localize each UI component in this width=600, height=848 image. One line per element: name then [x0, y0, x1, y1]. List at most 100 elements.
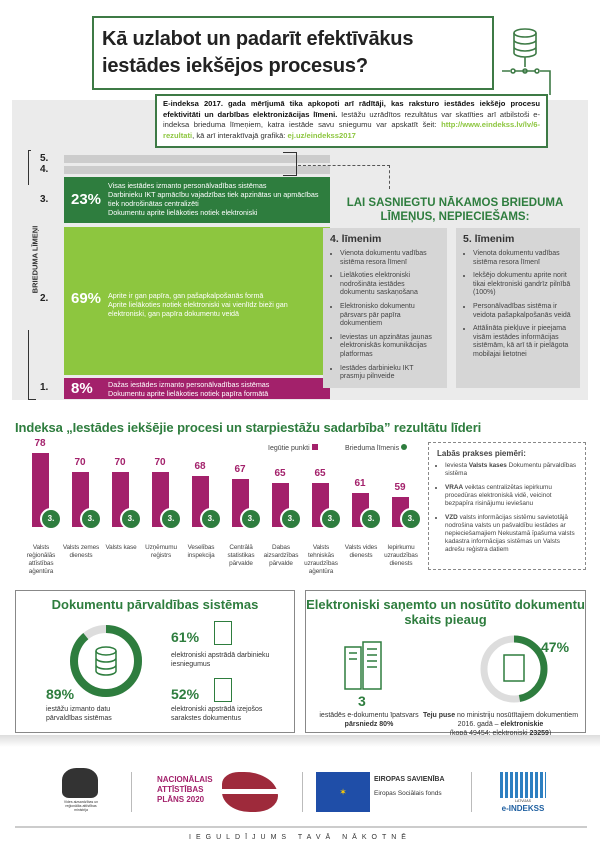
best-practice-item: Ieviesta Valsts kases Dokumentu pārvaldī…	[445, 462, 577, 478]
chart-category-label: Valsts reģionālās attīstības aģentūra	[26, 544, 56, 575]
level-item: Aprite ir gan papīra, gan pašapkalpošanā…	[108, 291, 264, 300]
database-network-icon	[502, 28, 551, 95]
footer-divider	[15, 826, 587, 828]
level-3-label: 3.	[40, 194, 49, 205]
list-item: Iestādes darbinieku IKT prasmju pilnveid…	[340, 365, 440, 382]
dms-52-value: 52%	[171, 686, 200, 702]
list-item: Lielākoties elektroniski nodrošināta ies…	[340, 272, 440, 298]
level-5-requirements: 5. līmenim Vienota dokumentu vadības sis…	[456, 228, 580, 388]
best-practice-item: VRAA veiktas centralizētas iepirkumu pro…	[445, 484, 577, 508]
dms-61-text: elektroniski apstrādā darbinieku iesnieg…	[171, 652, 270, 668]
chart-category-label: Valsts kase	[105, 544, 137, 551]
maturity-level-badge: 3.	[120, 508, 142, 530]
eindekss-small-label: LATVIJAS	[515, 799, 531, 803]
list-item: Attālināta piekļuve ir pieejama visām ie…	[473, 325, 573, 359]
chart-value-label: 78	[34, 438, 46, 450]
level-5-label: 5.	[40, 153, 49, 164]
list-item: Vienota dokumentu vadības sistēma resora…	[473, 250, 573, 267]
edocs-47-text: Teju puse no ministriju nosūtītajiem dok…	[422, 712, 579, 737]
maturity-level-badge: 3.	[280, 508, 302, 530]
buildings-icon	[344, 641, 382, 690]
eu-label: EIROPAS SAVIENĪBA	[374, 776, 445, 783]
level-4-label: 4.	[40, 164, 49, 175]
database-ring-icon	[70, 625, 142, 697]
best-practices-box: Labās prakses piemēri: Ieviesta Valsts ka…	[428, 442, 586, 570]
level-item: Dokumentu aprite lielākoties notiek elek…	[108, 208, 258, 217]
level-item: Aprite lielākoties notiek elektroniski v…	[108, 300, 288, 318]
level-item: Darbinieku IKT apmācību vajadzības tiek …	[108, 190, 319, 208]
level-3-bar: 23% Visas iestādes izmanto personālvadīb…	[64, 177, 330, 223]
dms-card: Dokumentu pārvaldības sistēmas 89% iestā…	[15, 590, 295, 733]
eindekss-logo: e-INDEKSS	[501, 804, 545, 813]
axis-bracket-top	[28, 150, 31, 185]
chart-category-label: Dabas aizsardzības pārvalde	[263, 544, 299, 567]
nap-logo: NACIONĀLAIS ATTĪSTĪBAS PLĀNS 2020	[157, 775, 213, 804]
level-item: Dokumentu aprite lielākoties notiek papī…	[108, 389, 269, 398]
requirements-title: 4. līmenim	[330, 233, 382, 245]
requirements-heading: LAI SASNIEGTU NĀKAMOS BRIEDUMA LĪMEŅUS, …	[346, 197, 564, 223]
level-4-bar	[64, 166, 330, 174]
level-item: Dažas iestādes izmanto personālvadības s…	[108, 380, 270, 389]
document-out-icon	[214, 678, 232, 702]
esf-label: Eiropas Sociālais fonds	[374, 790, 442, 797]
maturity-level-badge: 3.	[360, 508, 382, 530]
level-1-label: 1.	[40, 382, 49, 393]
level-2-percent: 69%	[71, 290, 102, 307]
chart-value-label: 68	[194, 461, 206, 473]
edocs-3-value: 3	[358, 693, 366, 709]
list-item: Elektronisko dokumentu pārsvars pār papī…	[340, 303, 440, 329]
chart-value-label: 67	[234, 463, 246, 475]
edocs-card: Elektroniski saņemto un nosūtīto dokumen…	[305, 590, 586, 737]
level-3-percent: 23%	[71, 191, 102, 208]
list-item: Iekšējo dokumentu aprite norit tikai ele…	[473, 272, 573, 298]
level-2-label: 2.	[40, 293, 49, 304]
dashed-arrow	[298, 165, 390, 189]
chart-value-label: 61	[354, 477, 366, 489]
dms-52-text: elektroniski apstrādā izejošos sarakstes…	[171, 706, 263, 722]
dms-title: Dokumentu pārvaldības sistēmas	[51, 597, 259, 612]
edocs-3-text: iestādēs e-dokumentu īpatsvars pārsniedz…	[319, 712, 419, 728]
dms-61-value: 61%	[171, 629, 200, 645]
list-item: Ieviestas un apzinātas jaunas elektronis…	[340, 334, 440, 360]
maturity-level-badge: 3.	[160, 508, 182, 530]
results-link[interactable]: http://www.eindekss.lv/lv/6-rezultati	[163, 120, 540, 140]
page-title: Kā uzlabot un padarīt efektīvākus iestād…	[92, 16, 494, 90]
requirements-title: 5. līmenim	[463, 233, 515, 245]
intro-text: E-indeksa 2017. gada mērījumā tika apkop…	[155, 94, 548, 148]
chart-category-label: Veselības inspekcija	[187, 544, 215, 559]
best-practice-item: VZD valsts informācijas sistēmu savietot…	[445, 514, 577, 554]
axis-bracket-bottom	[28, 330, 36, 400]
chart-category-label: Uzņēmumu reģistrs	[145, 544, 177, 559]
chart-value-label: 70	[154, 456, 166, 468]
dms-89-value: 89%	[46, 686, 75, 702]
maturity-axis-label: BRIEDUMA LĪMEŅI	[30, 225, 40, 294]
interactive-graph-link[interactable]: ej.uz/eindekss2017	[287, 130, 356, 140]
maturity-level-badge: 3.	[200, 508, 222, 530]
list-item: Vienota dokumentu vadības sistēma resora…	[340, 250, 440, 267]
chart-value-label: 70	[74, 456, 86, 468]
level-1-percent: 8%	[71, 380, 93, 397]
logo-divider	[471, 772, 472, 812]
edocs-47-value: 47%	[541, 639, 570, 655]
chart-value-label: 59	[394, 482, 406, 494]
ministry-logo-text: Vides aizsardzības un reģionālās attīstī…	[63, 800, 99, 812]
legend-points: Iegūtie punkti	[268, 444, 318, 452]
tagline: IEGULDĪJUMS TAVĀ NĀKOTNĒ	[189, 834, 411, 841]
logo-divider	[131, 772, 132, 812]
chart-value-label: 70	[114, 456, 126, 468]
dms-89-text: iestāžu izmanto datu pārvaldības sistēma…	[46, 706, 112, 722]
chart-category-label: Valsts zemes dienests	[62, 544, 100, 559]
edocs-title: Elektroniski saņemto un nosūtīto dokumen…	[306, 597, 585, 627]
chart-title: Indeksa „Iestādes iekšējie procesi un st…	[15, 420, 482, 435]
best-practices-title: Labās prakses piemēri:	[437, 449, 526, 458]
maturity-level-badge: 3.	[240, 508, 262, 530]
chart-category-label: Valsts vides dienests	[344, 544, 378, 559]
maturity-level-badge: 3.	[320, 508, 342, 530]
logo-divider	[302, 772, 303, 812]
maturity-level-badge: 3.	[400, 508, 422, 530]
level-2-bar: 69% Aprite ir gan papīra, gan pašapkalpo…	[64, 227, 330, 375]
list-item: Personālvadības sistēma ir veidota pašap…	[473, 303, 573, 320]
legend-level: Brieduma līmenis	[345, 444, 408, 452]
chart-category-label: Iepirkumu uzraudzības dienests	[384, 544, 418, 567]
level-1-bar: 8% Dažas iestādes izmanto personālvadība…	[64, 378, 330, 399]
